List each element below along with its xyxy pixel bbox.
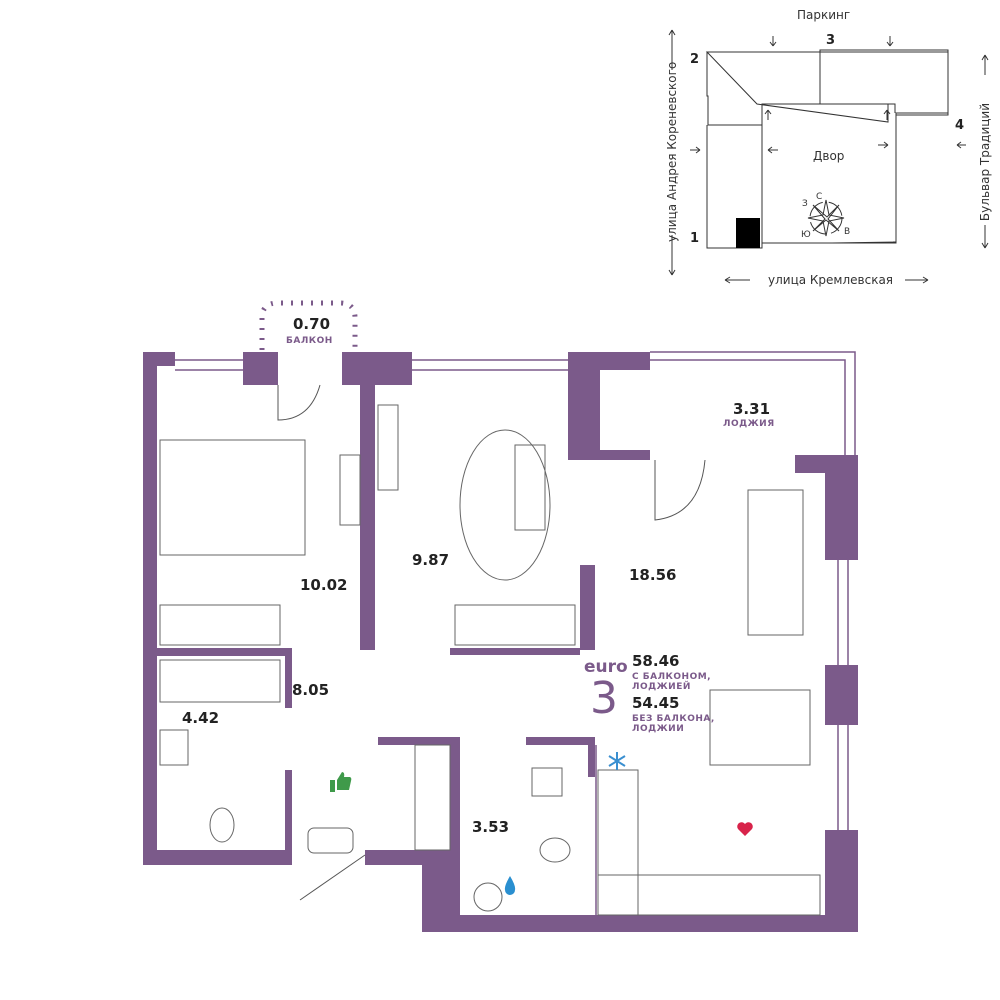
section-2: 2 bbox=[690, 52, 700, 67]
balcony-label: БАЛКОН bbox=[286, 336, 333, 346]
toilet bbox=[539, 837, 571, 863]
compass-icon bbox=[807, 199, 845, 237]
furniture bbox=[159, 404, 821, 916]
walls bbox=[143, 352, 858, 932]
shelves bbox=[414, 744, 451, 851]
area-with-balcony: 58.46 bbox=[632, 652, 680, 670]
area-with-label-2: ЛОДЖИЕЙ bbox=[632, 682, 691, 692]
compass-w: З bbox=[802, 199, 808, 209]
loggia-label: ЛОДЖИЯ bbox=[723, 419, 775, 429]
section-3: 3 bbox=[826, 33, 836, 48]
compass-s: Ю bbox=[801, 230, 811, 240]
section-1: 1 bbox=[690, 231, 700, 246]
building-outline bbox=[705, 49, 949, 244]
site-map bbox=[668, 29, 989, 284]
street-left-label: улица Андрея Кореневского bbox=[665, 61, 679, 242]
area-without-label-1: БЕЗ БАЛКОНА, bbox=[632, 714, 715, 724]
room-count: 3 bbox=[590, 673, 618, 724]
dining-table bbox=[709, 689, 811, 766]
mat bbox=[307, 827, 354, 854]
compass-n: С bbox=[816, 192, 823, 202]
wardrobe bbox=[159, 604, 281, 646]
kitchen-counter bbox=[597, 874, 821, 916]
layout-type: euro bbox=[584, 657, 628, 677]
street-right-label: Бульвар Традиций bbox=[978, 102, 992, 222]
bedroom1-area: 10.02 bbox=[300, 576, 348, 594]
desk bbox=[377, 404, 399, 491]
bathroom-area: 4.42 bbox=[182, 709, 220, 727]
direction-arrows bbox=[668, 29, 989, 284]
bed bbox=[514, 444, 546, 531]
thumbs-up-icon bbox=[330, 772, 352, 792]
bedroom2-area: 9.87 bbox=[412, 551, 450, 569]
hall-area: 8.05 bbox=[292, 681, 330, 699]
bathtub bbox=[159, 659, 281, 703]
bed bbox=[159, 439, 306, 556]
section-4: 4 bbox=[955, 118, 965, 133]
kitchen-counter bbox=[597, 769, 639, 916]
snowflake-icon bbox=[608, 752, 626, 770]
thin-walls-windows bbox=[175, 300, 856, 915]
street-bottom-label: улица Кремлевская bbox=[768, 273, 894, 287]
wc-area: 3.53 bbox=[472, 818, 510, 836]
compass-e: В bbox=[844, 227, 851, 237]
washing-machine bbox=[473, 882, 503, 912]
building-outline bbox=[706, 51, 949, 249]
apartment-marker bbox=[736, 218, 760, 248]
parking-label: Паркинг bbox=[797, 8, 851, 22]
sink bbox=[531, 767, 563, 797]
living-area: 18.56 bbox=[629, 566, 677, 584]
yard-label: Двор bbox=[813, 149, 845, 163]
sofa bbox=[747, 489, 804, 636]
rug bbox=[459, 429, 551, 581]
desk bbox=[339, 454, 361, 526]
heart-icon bbox=[737, 822, 753, 836]
area-without-balcony: 54.45 bbox=[632, 694, 680, 712]
balcony-area: 0.70 bbox=[293, 315, 331, 333]
area-with-label-1: С БАЛКОНОМ, bbox=[632, 672, 712, 682]
loggia-area: 3.31 bbox=[733, 400, 771, 418]
water-drop-icon bbox=[504, 876, 516, 895]
wardrobe bbox=[454, 604, 576, 646]
toilet bbox=[209, 807, 235, 843]
sink bbox=[159, 729, 189, 766]
area-without-label-2: ЛОДЖИИ bbox=[632, 724, 685, 734]
